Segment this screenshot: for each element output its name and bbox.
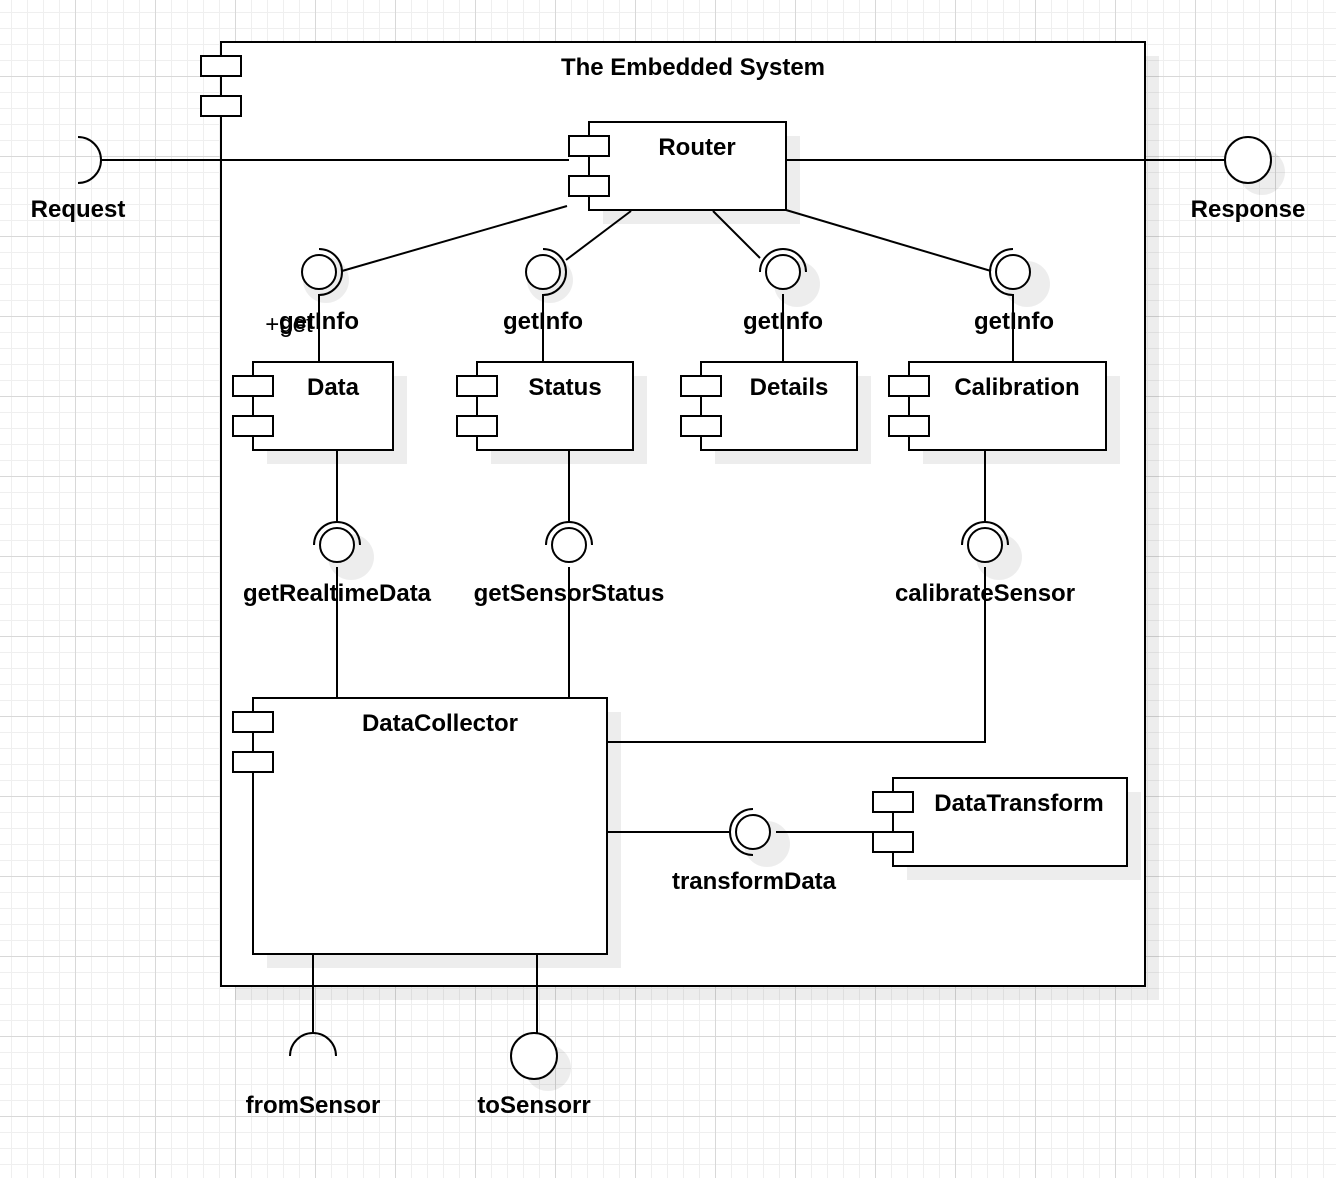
get-sensor-status-interface[interactable] bbox=[545, 521, 593, 563]
required-interface-icon bbox=[545, 521, 593, 546]
required-interface-icon bbox=[961, 521, 1009, 546]
details-component[interactable]: Details bbox=[680, 361, 871, 464]
data-transform-label: DataTransform bbox=[934, 790, 1103, 817]
to-sensor-label: toSensorr bbox=[477, 1092, 590, 1119]
provided-interface-icon bbox=[551, 527, 587, 563]
router-label: Router bbox=[658, 134, 735, 161]
data-transform-component[interactable]: DataTransform bbox=[872, 777, 1141, 880]
details-label: Details bbox=[750, 374, 829, 401]
component-port-icon bbox=[232, 711, 274, 733]
stray-text-label: +get bbox=[265, 311, 313, 338]
component-port-icon bbox=[680, 375, 722, 397]
transform-data-label: transformData bbox=[672, 868, 837, 895]
connectors bbox=[101, 159, 1226, 1034]
status-label: Status bbox=[528, 374, 601, 401]
system-port-icon bbox=[200, 55, 242, 77]
required-interface-icon bbox=[729, 808, 754, 856]
component-port-icon bbox=[232, 375, 274, 397]
data-label: Data bbox=[307, 374, 360, 401]
details-getinfo-label: getInfo bbox=[743, 308, 823, 335]
component-port-icon bbox=[568, 135, 610, 157]
from-sensor-label: fromSensor bbox=[246, 1092, 381, 1119]
component-port-icon bbox=[232, 415, 274, 437]
response-interface[interactable]: Response bbox=[1191, 136, 1306, 223]
system-port-icon bbox=[200, 95, 242, 117]
request-label: Request bbox=[31, 196, 126, 223]
required-interface-icon bbox=[759, 248, 807, 273]
get-realtime-data-interface[interactable] bbox=[313, 521, 374, 580]
request-interface[interactable]: Request bbox=[31, 136, 126, 223]
router-component[interactable]: Router bbox=[568, 121, 800, 224]
get-sensor-status-label: getSensorStatus bbox=[474, 580, 665, 607]
system-title: The Embedded System bbox=[561, 54, 825, 81]
status-getinfo-label: getInfo bbox=[503, 308, 583, 335]
transform-data-interface[interactable] bbox=[729, 808, 790, 867]
provided-interface-icon bbox=[510, 1032, 558, 1080]
data-getinfo-interface[interactable] bbox=[301, 248, 349, 303]
details-getinfo-interface[interactable] bbox=[759, 248, 820, 307]
provided-interface-icon bbox=[1224, 136, 1272, 184]
required-interface-icon bbox=[542, 248, 567, 296]
data-collector-component[interactable]: DataCollector bbox=[232, 697, 621, 968]
required-interface-icon bbox=[289, 1032, 337, 1057]
data-collector-label: DataCollector bbox=[362, 710, 518, 737]
component-port-icon bbox=[888, 415, 930, 437]
get-realtime-data-label: getRealtimeData bbox=[243, 580, 432, 607]
component-port-icon bbox=[680, 415, 722, 437]
from-sensor-interface[interactable]: fromSensor bbox=[246, 1032, 381, 1119]
required-interface-icon bbox=[313, 521, 361, 546]
required-interface-icon bbox=[989, 248, 1014, 296]
required-interface-icon bbox=[77, 136, 102, 184]
calibration-getinfo-label: getInfo bbox=[974, 308, 1054, 335]
calibration-getinfo-interface[interactable] bbox=[989, 248, 1050, 307]
component-port-icon bbox=[888, 375, 930, 397]
provided-interface-icon bbox=[995, 254, 1031, 290]
provided-interface-icon bbox=[525, 254, 561, 290]
required-interface-icon bbox=[318, 248, 343, 296]
component-port-icon bbox=[872, 791, 914, 813]
provided-interface-icon bbox=[967, 527, 1003, 563]
calibrate-sensor-interface[interactable] bbox=[961, 521, 1022, 580]
status-getinfo-interface[interactable] bbox=[525, 248, 573, 303]
to-sensor-interface[interactable]: toSensorr bbox=[477, 1032, 591, 1119]
provided-interface-icon bbox=[765, 254, 801, 290]
provided-interface-icon bbox=[301, 254, 337, 290]
status-component[interactable]: Status bbox=[456, 361, 647, 464]
component-port-icon bbox=[456, 375, 498, 397]
provided-interface-icon bbox=[319, 527, 355, 563]
response-label: Response bbox=[1191, 196, 1306, 223]
component-port-icon bbox=[232, 751, 274, 773]
component-port-icon bbox=[568, 175, 610, 197]
provided-interface-icon bbox=[735, 814, 771, 850]
component-port-icon bbox=[872, 831, 914, 853]
calibration-component[interactable]: Calibration bbox=[888, 361, 1120, 464]
calibrate-sensor-label: calibrateSensor bbox=[895, 580, 1075, 607]
data-component[interactable]: Data bbox=[232, 361, 407, 464]
calibration-label: Calibration bbox=[954, 374, 1079, 401]
component-port-icon bbox=[456, 415, 498, 437]
data-getinfo-label: getInfo bbox=[279, 308, 359, 335]
